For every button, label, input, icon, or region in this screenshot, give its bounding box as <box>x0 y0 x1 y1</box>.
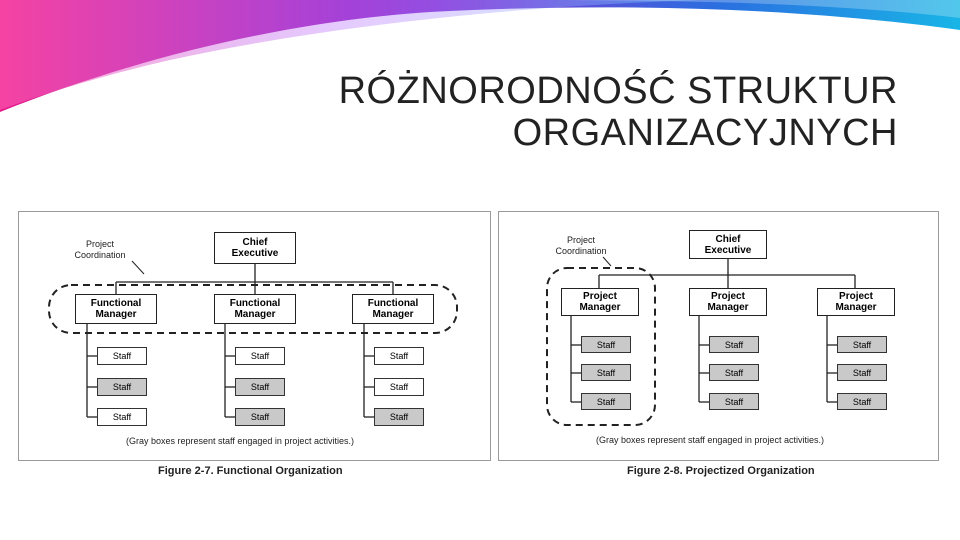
staff-box: Staff <box>235 378 285 396</box>
staff-box: Staff <box>837 364 887 381</box>
slide-title-line-1: RÓŻNORODNOŚĆ STRUKTUR <box>339 70 898 113</box>
staff-box: Staff <box>374 347 424 365</box>
staff-box: Staff <box>581 393 631 410</box>
staff-box: Staff <box>709 393 759 410</box>
staff-box: Staff <box>235 408 285 426</box>
staff-box: Staff <box>97 378 147 396</box>
legend-note: (Gray boxes represent staff engaged in p… <box>126 436 354 446</box>
staff-box: Staff <box>581 336 631 353</box>
staff-box: Staff <box>374 408 424 426</box>
staff-box: Staff <box>837 336 887 353</box>
staff-box: Staff <box>581 364 631 381</box>
staff-box: Staff <box>709 364 759 381</box>
figure-caption: Figure 2-8. Projectized Organization <box>627 465 815 477</box>
staff-box: Staff <box>837 393 887 410</box>
legend-note: (Gray boxes represent staff engaged in p… <box>596 435 824 445</box>
staff-box: Staff <box>235 347 285 365</box>
staff-box: Staff <box>709 336 759 353</box>
staff-box: Staff <box>97 347 147 365</box>
staff-box: Staff <box>97 408 147 426</box>
figure-caption: Figure 2-7. Functional Organization <box>158 465 343 477</box>
slide-title-line-2: ORGANIZACYJNYCH <box>513 112 898 155</box>
staff-box: Staff <box>374 378 424 396</box>
